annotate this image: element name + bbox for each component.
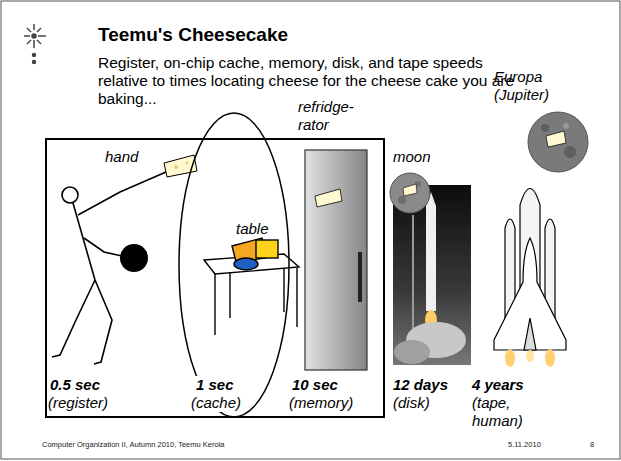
time-value: 0.5 sec	[50, 376, 100, 394]
pan	[120, 244, 148, 272]
kitchen-frame: hand0.5 sec(register)refridge- rator10 s…	[45, 138, 385, 418]
time-value: 10 sec	[292, 376, 338, 394]
storage-name: (tape, human)	[472, 394, 528, 430]
time-value: 1 sec	[195, 376, 235, 394]
storage-name: (memory)	[289, 394, 353, 412]
time-value: 12 days	[393, 376, 448, 394]
time-value: 4 years	[472, 376, 524, 394]
slide-title: Teemu's Cheesecake	[98, 24, 288, 46]
item-name: hand	[105, 148, 138, 166]
space-shuttle	[494, 189, 566, 368]
sparkle-icon	[24, 24, 46, 64]
footer-date: 5.11.2010	[508, 440, 541, 449]
item-name: refridge- rator	[298, 98, 362, 134]
ellipse-outline	[178, 112, 290, 418]
storage-name: (disk)	[393, 394, 430, 412]
footer-text: Computer Organization II, Autumn 2010, T…	[42, 440, 224, 449]
cache-ellipse: table 1 sec(cache)	[178, 112, 290, 418]
ellipse-line	[179, 113, 289, 417]
planet-name: Europa (Jupiter)	[494, 68, 562, 104]
europa-picture	[528, 112, 588, 172]
subtitle-text: Register, on-chip cache, memory, disk, a…	[98, 54, 534, 108]
storage-name: (register)	[48, 394, 108, 412]
stick-figure	[52, 172, 166, 364]
page-number: 8	[590, 440, 594, 449]
moon-picture	[390, 173, 430, 213]
planet-name: moon	[393, 148, 431, 166]
storage-name: (cache)	[190, 394, 242, 412]
refrigerator-picture	[305, 150, 367, 370]
item-name: table	[236, 220, 269, 238]
